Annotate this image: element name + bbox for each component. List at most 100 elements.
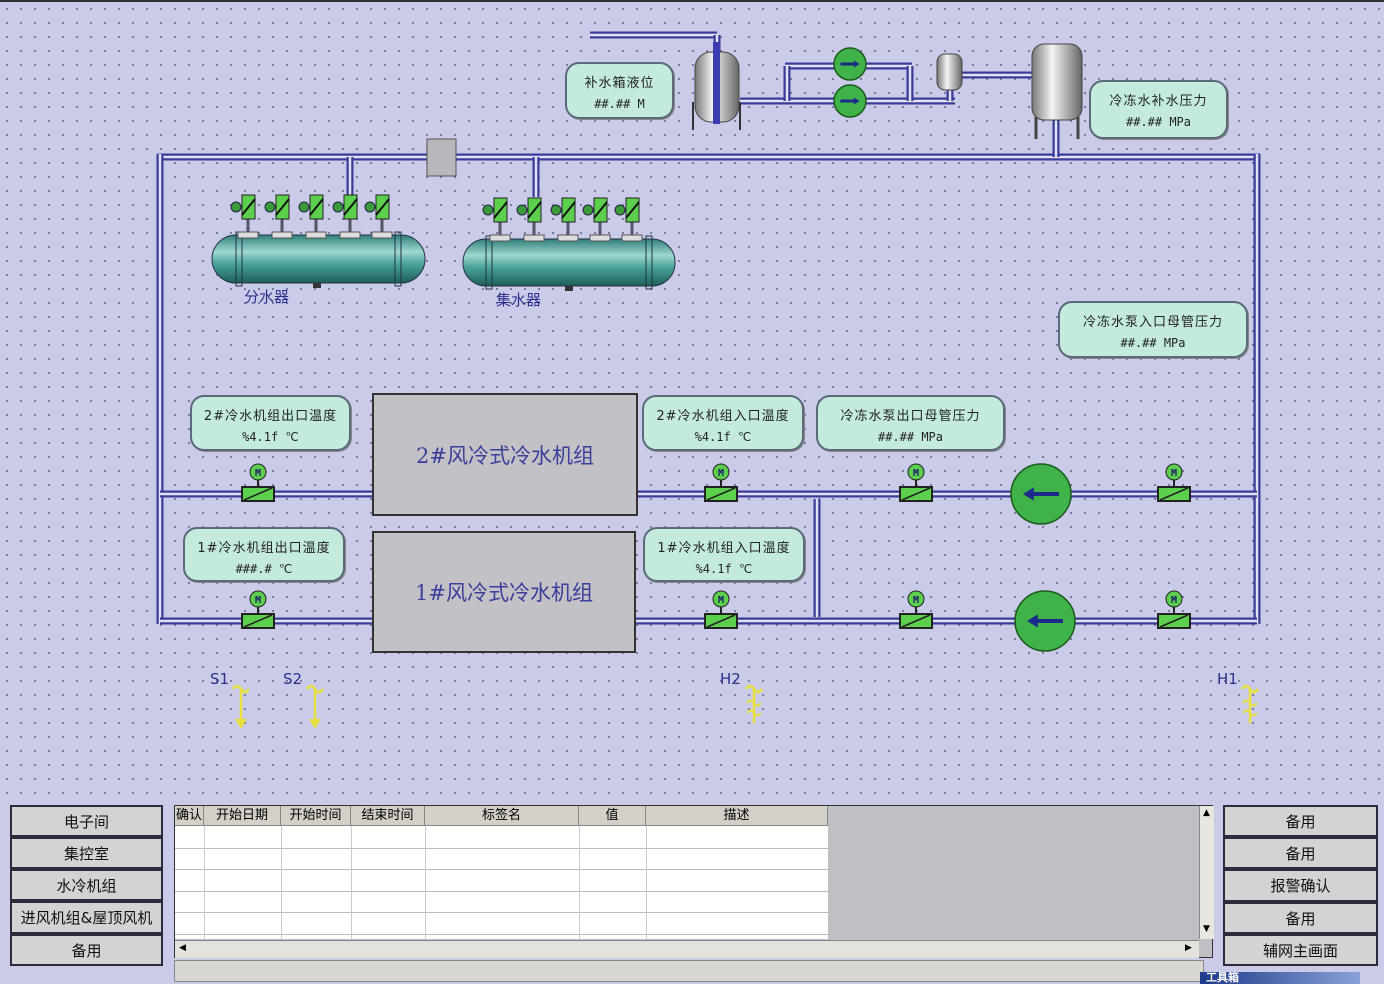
manifold-valve-icon[interactable] (482, 197, 511, 242)
nav-button-spare-1[interactable]: 备用 (1223, 805, 1378, 837)
motor-label: M (1171, 468, 1177, 479)
makeup-pressure-tag: 冷冻水补水压力 ##.## MPa (1089, 80, 1228, 139)
tag-value: %4.1f ℃ (242, 430, 299, 444)
vertical-scrollbar[interactable]: ▲▼ (1199, 806, 1214, 939)
sensor-probe-icon (305, 684, 325, 729)
sensor-label-s2: S2 (283, 670, 303, 688)
alarm-grid[interactable]: 确认 开始日期 开始时间 结束时间 标签名 值 描述 (175, 806, 828, 939)
tag-title: 冷冻水泵入口母管压力 (1082, 315, 1223, 330)
pump-outlet-pressure-tag: 冷冻水泵出口母管压力 ##.## MPa (816, 395, 1005, 451)
tag-title: 补水箱液位 (584, 76, 655, 91)
nav-button-electronics-room[interactable]: 电子间 (10, 805, 163, 837)
motor-valve-icon[interactable]: M (241, 463, 275, 502)
col-header-description[interactable]: 描述 (646, 806, 828, 826)
distributor-label: 分水器 (244, 288, 290, 306)
motor-label: M (718, 595, 724, 606)
small-tank (936, 53, 963, 91)
manifold-valve-icon[interactable] (614, 197, 643, 242)
col-header-end-time[interactable]: 结束时间 (351, 806, 425, 826)
tag-value: ##.## M (594, 97, 645, 111)
sensor-probe-icon (744, 684, 764, 723)
scroll-left-icon[interactable]: ◀ (179, 943, 186, 953)
makeup-water-tank (692, 42, 741, 130)
pressure-tank (1031, 43, 1083, 139)
sensor-label-s1: S1 (210, 670, 230, 688)
manifold-valve-icon[interactable] (516, 197, 545, 242)
pump-icon[interactable] (1010, 463, 1072, 525)
junction-box (426, 138, 457, 177)
motor-label: M (913, 468, 919, 479)
chiller2-outlet-temp-tag: 2#冷水机组出口温度 %4.1f ℃ (190, 395, 351, 451)
pump-icon[interactable] (833, 84, 867, 118)
motor-valve-icon[interactable]: M (704, 463, 738, 502)
tag-value: ##.## MPa (877, 430, 944, 444)
manifold-valve-icon[interactable] (582, 197, 611, 242)
motor-label: M (1171, 595, 1177, 606)
tag-title: 1#冷水机组出口温度 (197, 541, 331, 556)
collector-manifold (462, 235, 676, 291)
sensor-probe-icon (1240, 684, 1260, 723)
motor-valve-icon[interactable]: M (1157, 590, 1191, 629)
alarm-table[interactable]: 确认 开始日期 开始时间 结束时间 标签名 值 描述 ▲▼ ◀▶ (174, 805, 1214, 958)
distributor-manifold (211, 231, 426, 288)
manifold-valve-icon[interactable] (264, 194, 293, 239)
col-header-tag-name[interactable]: 标签名 (425, 806, 579, 826)
motor-valve-icon[interactable]: M (1157, 463, 1191, 502)
aux-main-screen-button[interactable]: 辅网主画面 (1223, 934, 1378, 966)
tag-title: 冷冻水补水压力 (1109, 94, 1208, 109)
pump-inlet-pressure-tag: 冷冻水泵入口母管压力 ##.## MPa (1058, 301, 1248, 358)
tag-title: 2#冷水机组出口温度 (203, 409, 338, 424)
pump-icon[interactable] (833, 47, 867, 81)
manifold-valve-icon[interactable] (332, 194, 361, 239)
motor-valve-icon[interactable]: M (899, 463, 933, 502)
motor-valve-icon[interactable]: M (899, 590, 933, 629)
tag-value: ###.# ℃ (235, 562, 293, 576)
chiller-unit-2[interactable]: 2#风冷式冷水机组 (372, 393, 638, 516)
manifold-valve-icon[interactable] (550, 197, 579, 242)
makeup-tank-level-tag: 补水箱液位 ##.## M (565, 62, 674, 119)
motor-label: M (718, 468, 724, 479)
scroll-down-icon[interactable]: ▼ (1203, 924, 1210, 934)
alarm-acknowledge-button[interactable]: 报警确认 (1223, 869, 1378, 902)
chiller1-outlet-temp-tag: 1#冷水机组出口温度 ###.# ℃ (183, 527, 345, 582)
sensor-label-h2: H2 (720, 670, 741, 688)
nav-button-spare[interactable]: 备用 (10, 934, 163, 966)
pump-icon[interactable] (1014, 590, 1076, 652)
chiller2-inlet-temp-tag: 2#冷水机组入口温度 %4.1f ℃ (642, 395, 804, 451)
col-header-start-date[interactable]: 开始日期 (204, 806, 281, 826)
tag-title: 1#冷水机组入口温度 (657, 541, 791, 556)
manifold-valve-icon[interactable] (298, 194, 327, 239)
sensor-label-h1: H1 (1217, 670, 1238, 688)
nav-button-air-units[interactable]: 进风机组&屋顶风机 (10, 901, 163, 934)
chiller-unit-1[interactable]: 1#风冷式冷水机组 (372, 531, 636, 653)
col-header-ack[interactable]: 确认 (175, 806, 204, 826)
nav-button-spare-3[interactable]: 备用 (1223, 902, 1378, 934)
nav-button-water-chiller[interactable]: 水冷机组 (10, 869, 163, 901)
motor-label: M (913, 595, 919, 606)
nav-button-spare-2[interactable]: 备用 (1223, 837, 1378, 869)
tag-value: ##.## MPa (1120, 336, 1186, 350)
tag-title: 2#冷水机组入口温度 (656, 409, 790, 424)
motor-valve-icon[interactable]: M (704, 590, 738, 629)
toolbox-window-title[interactable]: 工具箱 (1200, 972, 1360, 984)
motor-label: M (255, 595, 261, 606)
manifold-valve-icon[interactable] (230, 194, 259, 239)
motor-valve-icon[interactable]: M (241, 590, 275, 629)
horizontal-scrollbar[interactable]: ◀▶ (175, 940, 1199, 958)
collector-label: 集水器 (496, 291, 542, 309)
tag-title: 冷冻水泵出口母管压力 (840, 409, 981, 424)
col-header-value[interactable]: 值 (579, 806, 646, 826)
tag-value: ##.## MPa (1125, 115, 1192, 129)
chiller1-inlet-temp-tag: 1#冷水机组入口温度 %4.1f ℃ (643, 527, 805, 582)
manifold-valve-icon[interactable] (364, 194, 393, 239)
nav-button-control-room[interactable]: 集控室 (10, 837, 163, 869)
motor-label: M (255, 468, 261, 479)
scroll-right-icon[interactable]: ▶ (1185, 943, 1192, 953)
tag-value: %4.1f ℃ (695, 562, 753, 576)
col-header-start-time[interactable]: 开始时间 (281, 806, 351, 826)
status-bar (174, 960, 1204, 982)
tag-value: %4.1f ℃ (694, 430, 752, 444)
sensor-probe-icon (231, 684, 251, 729)
scroll-up-icon[interactable]: ▲ (1203, 808, 1210, 818)
pipe-network: M M M M M M M M (156, 31, 1261, 729)
